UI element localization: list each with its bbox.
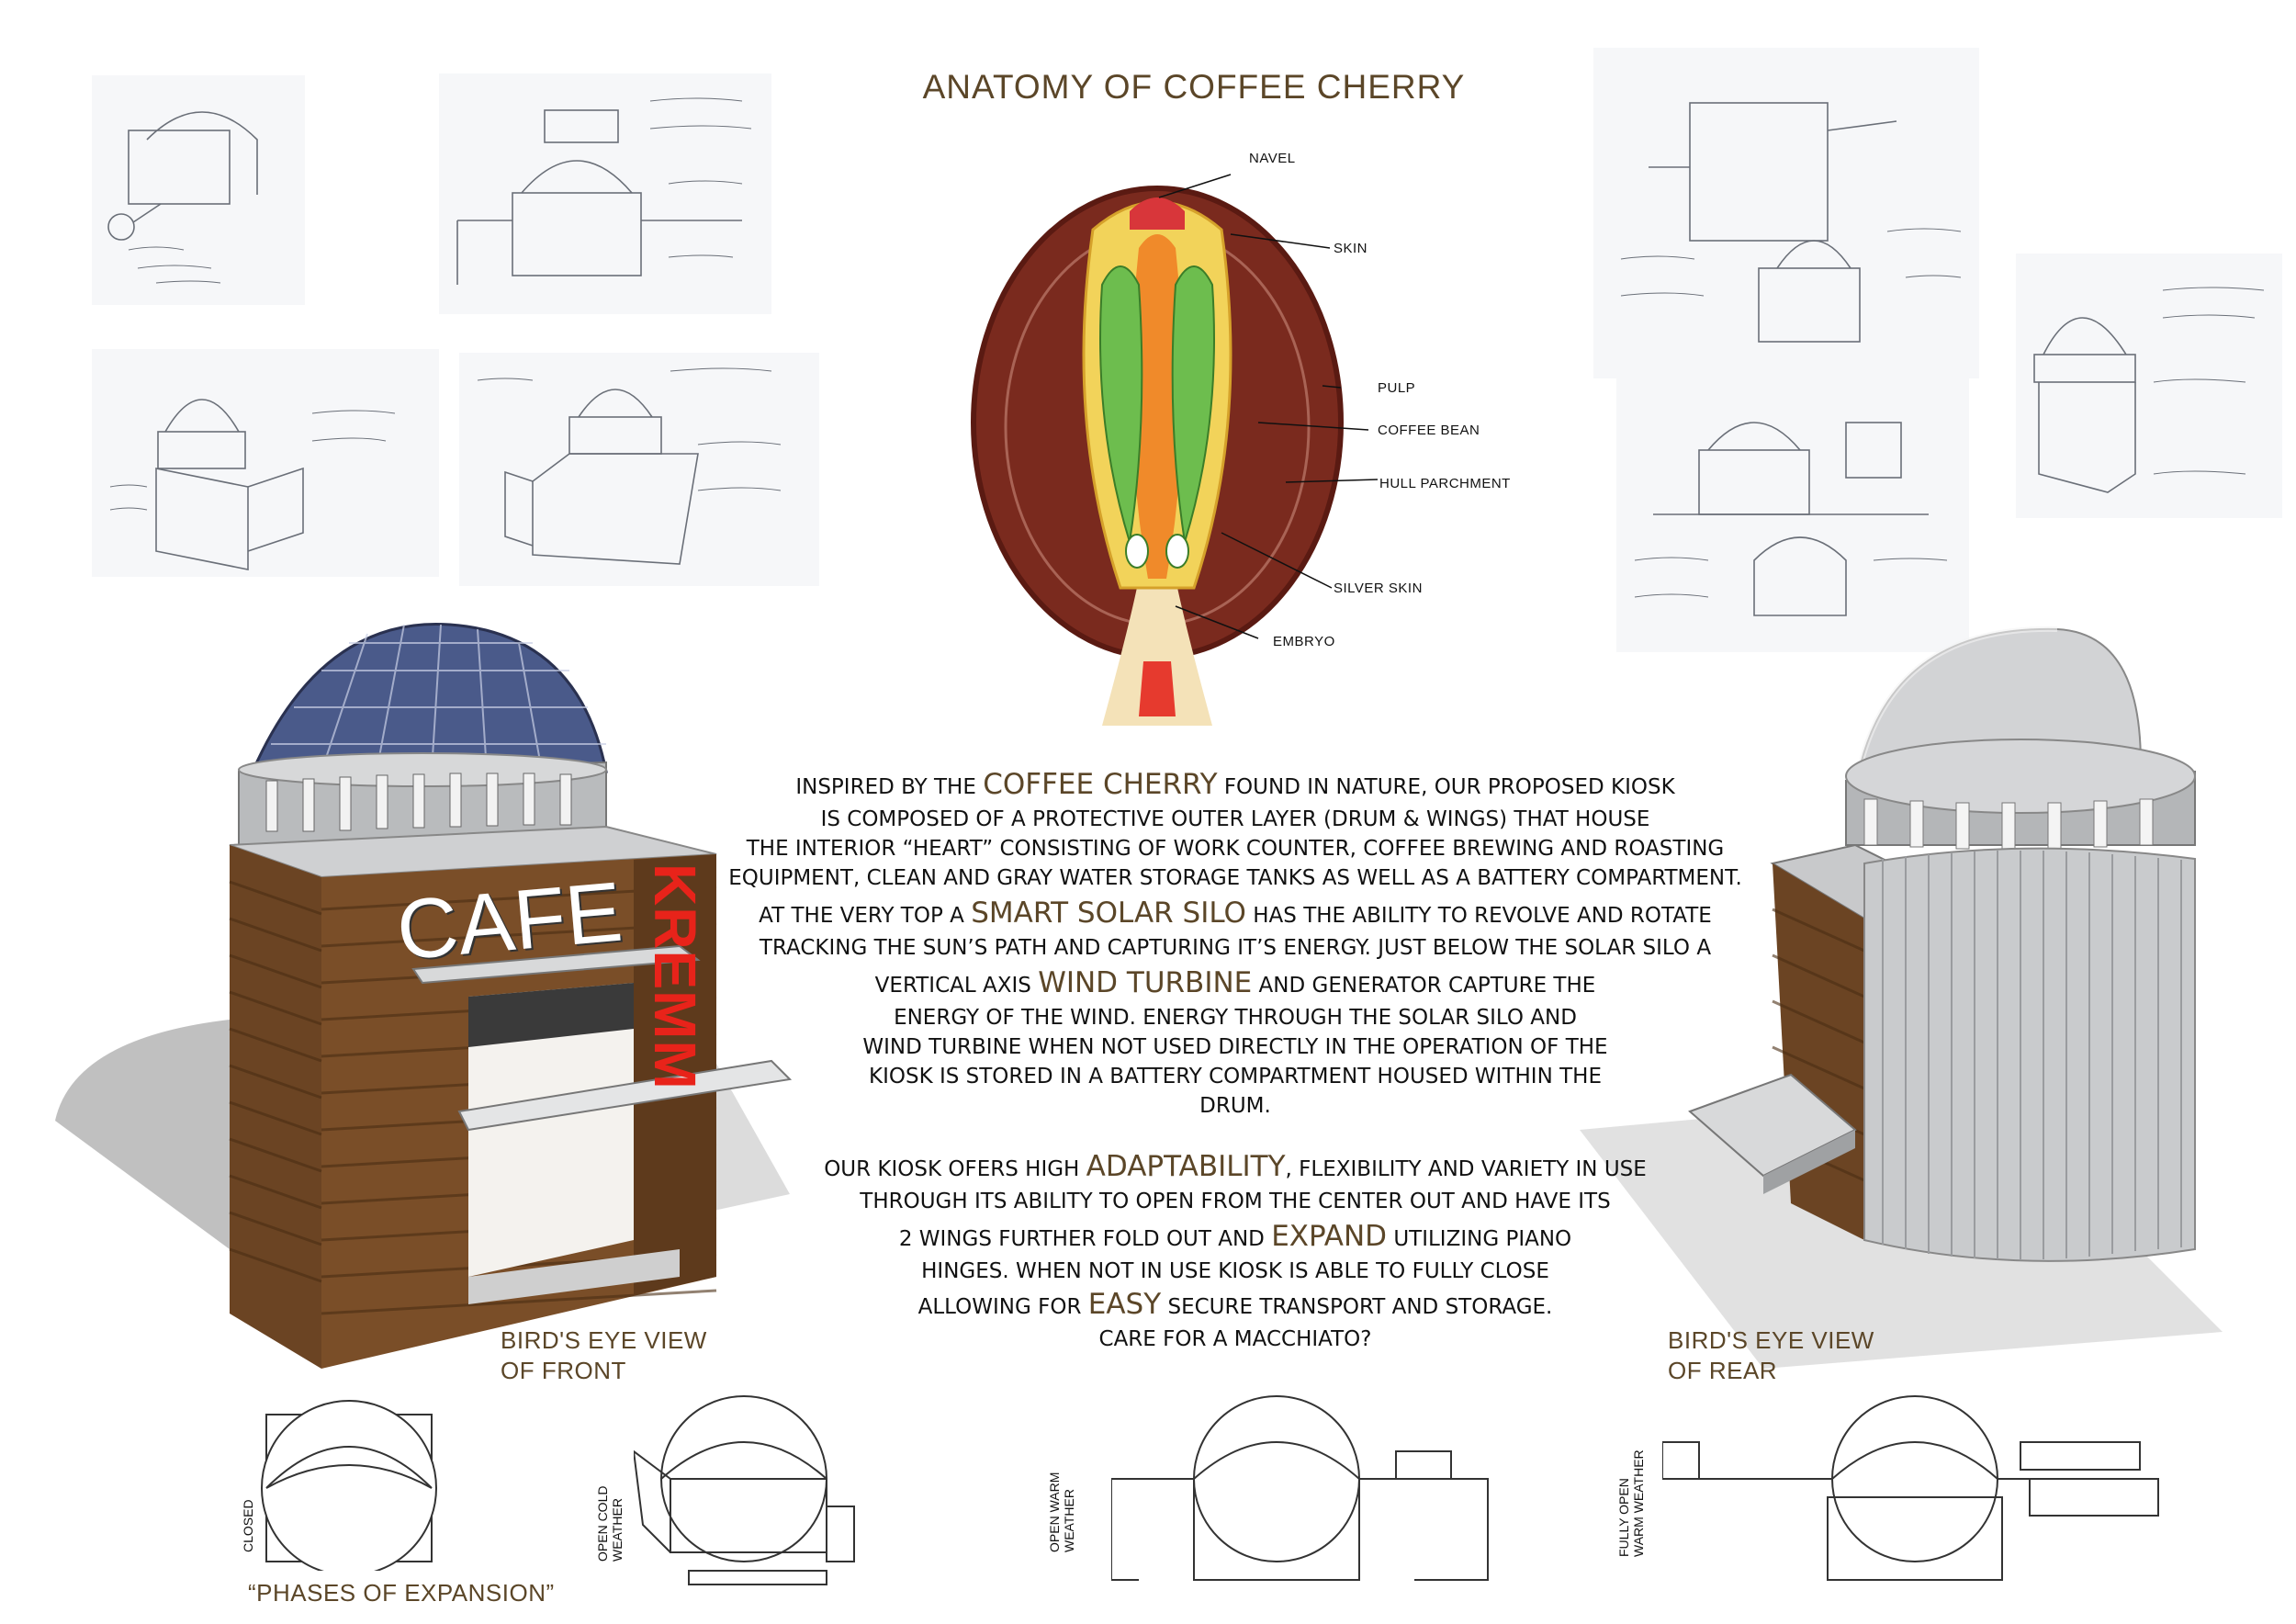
cafe-sign: CAFE — [393, 864, 626, 978]
label-silver-skin: SILVER SKIN — [1334, 581, 1423, 596]
description-p3-line6: CARE FOR A MACCHIATO? — [1098, 1327, 1372, 1351]
label-fully-open: FULLY OPEN WARM WEATHER — [1616, 1449, 1646, 1557]
caption-front-line2: OF FRONT — [501, 1357, 626, 1384]
description-p3-line5: ALLOWING FOR EASY SECURE TRANSPORT AND S… — [917, 1288, 1553, 1321]
diagram-title: ANATOMY OF COFFEE CHERRY — [922, 68, 1466, 106]
caption-rear-line1: BIRD'S EYE VIEW — [1668, 1326, 1874, 1354]
label-skin: SKIN — [1334, 241, 1368, 256]
phases-caption: “PHASES OF EXPANSION” — [248, 1579, 555, 1607]
description-p3-line4: HINGES. WHEN NOT IN USE KIOSK IS ABLE TO… — [921, 1259, 1549, 1283]
sketch-kiosk-perspective-2 — [459, 353, 819, 586]
description-p1-line3: THE INTERIOR “HEART” CONSISTING OF WORK … — [746, 837, 1725, 861]
label-open-warm-line1: OPEN WARM — [1047, 1472, 1062, 1552]
sketch-kiosk-section — [439, 73, 771, 314]
description-p1-line2: IS COMPOSED OF A PROTECTIVE OUTER LAYER … — [820, 807, 1650, 831]
description-p2-line7: DRUM. — [1199, 1094, 1271, 1118]
label-fully-open-line1: FULLY OPEN — [1616, 1478, 1631, 1557]
description-p2-line1: AT THE VERY TOP A SMART SOLAR SILO HAS T… — [759, 897, 1712, 930]
description-p1-line4: EQUIPMENT, CLEAN AND GRAY WATER STORAGE … — [728, 866, 1742, 890]
label-open-cold-line1: OPEN COLD — [595, 1485, 610, 1562]
phase-open-cold-plan — [634, 1395, 855, 1585]
diagram-leader-lines — [1158, 174, 1379, 639]
description-p2-line3: VERTICAL AXIS WIND TURBINE AND GENERATOR… — [874, 966, 1596, 999]
label-pulp: PULP — [1378, 380, 1416, 396]
phase-fully-open-plan — [1662, 1395, 2159, 1581]
phase-closed-plan — [261, 1400, 437, 1571]
label-open-warm-line2: WEATHER — [1062, 1489, 1076, 1552]
label-closed: CLOSED — [241, 1499, 255, 1552]
description-p3-line1: OUR KIOSK OFERS HIGH ADAPTABILITY, FLEXI… — [824, 1150, 1647, 1183]
label-open-warm: OPEN WARM WEATHER — [1047, 1472, 1076, 1552]
label-hull-parchment: HULL PARCHMENT — [1379, 476, 1511, 491]
description-p2-line6: KIOSK IS STORED IN A BATTERY COMPARTMENT… — [869, 1065, 1602, 1088]
kiosk-front-render — [18, 606, 827, 1369]
description-p3-line2: THROUGH ITS ABILITY TO OPEN FROM THE CEN… — [860, 1190, 1611, 1213]
label-open-cold-line2: WEATHER — [610, 1498, 625, 1562]
label-fully-open-line2: WARM WEATHER — [1631, 1449, 1646, 1557]
description-p1-line1: INSPIRED BY THE COFFEE CHERRY FOUND IN N… — [795, 768, 1675, 801]
caption-rear-line2: OF REAR — [1668, 1357, 1778, 1384]
description-p2-line4: ENERGY OF THE WIND. ENERGY THROUGH THE S… — [894, 1006, 1577, 1030]
sketch-kiosk-plan-1 — [92, 75, 305, 305]
label-navel: NAVEL — [1249, 151, 1296, 166]
phase-open-warm-plan — [1111, 1395, 1489, 1581]
description-p2-line5: WIND TURBINE WHEN NOT USED DIRECTLY IN T… — [862, 1035, 1608, 1059]
sketch-kiosk-perspective-1 — [92, 349, 439, 577]
sketch-plan-sk1 — [1616, 377, 1969, 652]
sketch-silo-perspective — [2016, 254, 2282, 518]
label-embryo: EMBRYO — [1273, 634, 1335, 649]
description-p2-line2: TRACKING THE SUN’S PATH AND CAPTURING IT… — [759, 936, 1712, 960]
coffee-cherry-diagram — [955, 147, 1359, 744]
description-p3-line3: 2 WINGS FURTHER FOLD OUT AND EXPAND UTIL… — [898, 1220, 1572, 1253]
caption-front-line1: BIRD'S EYE VIEW — [501, 1326, 707, 1354]
kiosk-rear-render — [1580, 542, 2296, 1369]
sketch-plan-sk2 — [1593, 48, 1979, 378]
label-coffee-bean: COFFEE BEAN — [1378, 423, 1480, 438]
label-open-cold: OPEN COLD WEATHER — [595, 1486, 625, 1562]
